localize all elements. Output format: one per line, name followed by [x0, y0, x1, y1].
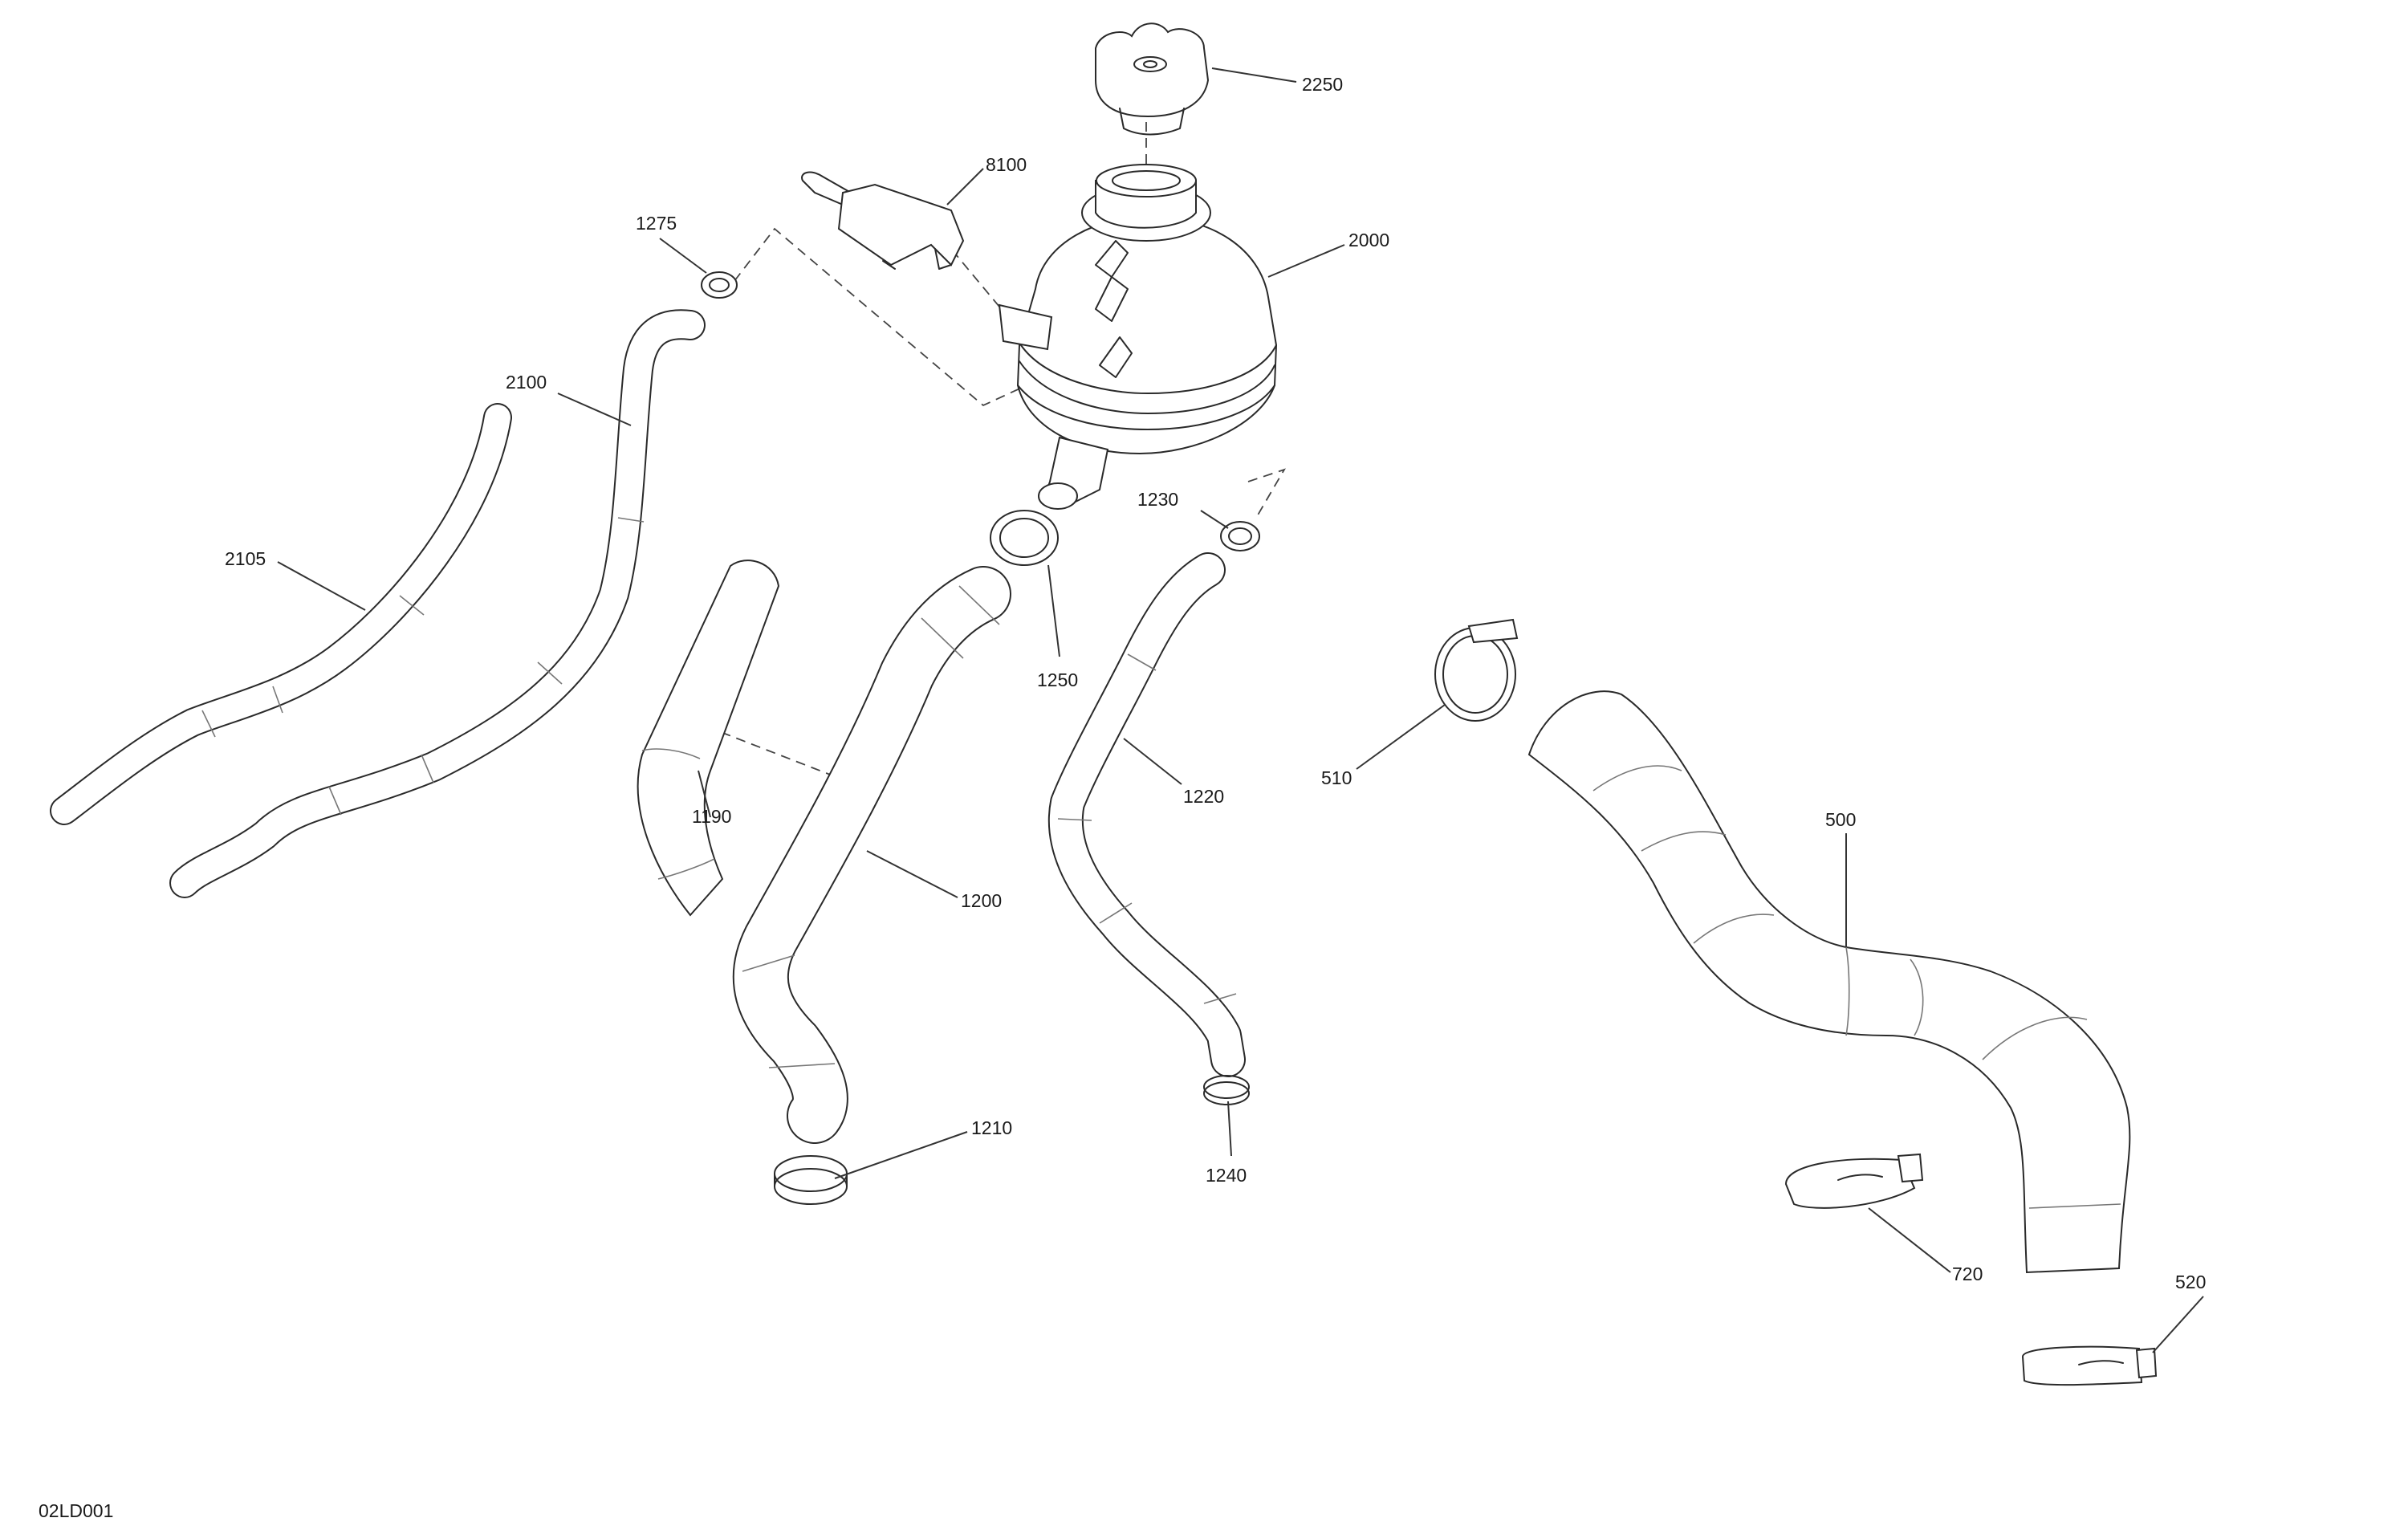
- clamp-1230: [1220, 521, 1260, 551]
- drawing-id: 02LD001: [39, 1500, 113, 1521]
- callout-8100: 8100: [986, 154, 1027, 175]
- hose-2105: [50, 403, 512, 825]
- leader-510: [1356, 704, 1446, 770]
- bracket-8100: [801, 171, 965, 270]
- callout-2105: 2105: [225, 548, 266, 569]
- leader-520: [2152, 1296, 2204, 1353]
- callout-1250: 1250: [1037, 669, 1078, 690]
- callout-1200: 1200: [961, 890, 1002, 911]
- clamp-1250: [990, 510, 1059, 566]
- hose-1220: [1047, 552, 1246, 1077]
- callout-1220: 1220: [1183, 786, 1224, 807]
- leader-lines: [277, 67, 2204, 1353]
- leader-8100: [946, 168, 984, 206]
- clamp-720: [1784, 1153, 1924, 1209]
- callout-2250: 2250: [1302, 74, 1343, 95]
- callout-1190: 1190: [692, 806, 731, 827]
- callout-720: 720: [1952, 1264, 1983, 1284]
- clamp-1275: [701, 271, 738, 299]
- hose-1200: [732, 566, 1011, 1144]
- hose-2100: [169, 309, 706, 898]
- leader-1275: [659, 238, 707, 274]
- clamp-1240: [1203, 1075, 1250, 1105]
- leader-1230: [1200, 510, 1229, 529]
- clamp-1210: [774, 1155, 848, 1205]
- clamp-510: [1434, 618, 1519, 722]
- clamp-520: [2021, 1345, 2158, 1386]
- callout-1230: 1230: [1137, 489, 1178, 510]
- callout-1275: 1275: [636, 213, 677, 234]
- callout-2000: 2000: [1348, 230, 1389, 250]
- leader-2000: [1267, 244, 1345, 278]
- leader-1210: [834, 1131, 968, 1179]
- leader-720: [1868, 1207, 1951, 1273]
- assembly-dashed-lines: [706, 106, 1286, 783]
- leader-2105: [277, 561, 366, 611]
- leader-1250: [1047, 564, 1060, 657]
- hose-500: [1527, 690, 2131, 1274]
- leader-2250: [1211, 67, 1297, 83]
- callout-labels: 2250 8100 1275 2000 2100 2105 1230 1250 …: [225, 74, 2206, 1292]
- coolant-tank-2000: [998, 164, 1278, 510]
- leader-1200: [866, 850, 958, 898]
- callout-1210: 1210: [971, 1117, 1012, 1138]
- leader-1220: [1123, 738, 1182, 785]
- cap-2250: [1095, 22, 1210, 136]
- callout-520: 520: [2175, 1272, 2206, 1292]
- callout-500: 500: [1825, 809, 1856, 830]
- hose-1190: [637, 560, 780, 917]
- callout-510: 510: [1321, 767, 1352, 788]
- callout-1240: 1240: [1206, 1165, 1247, 1186]
- leader-1240: [1227, 1101, 1232, 1157]
- callout-2100: 2100: [506, 372, 547, 393]
- leader-2100: [557, 393, 632, 426]
- leader-1190: [698, 770, 711, 818]
